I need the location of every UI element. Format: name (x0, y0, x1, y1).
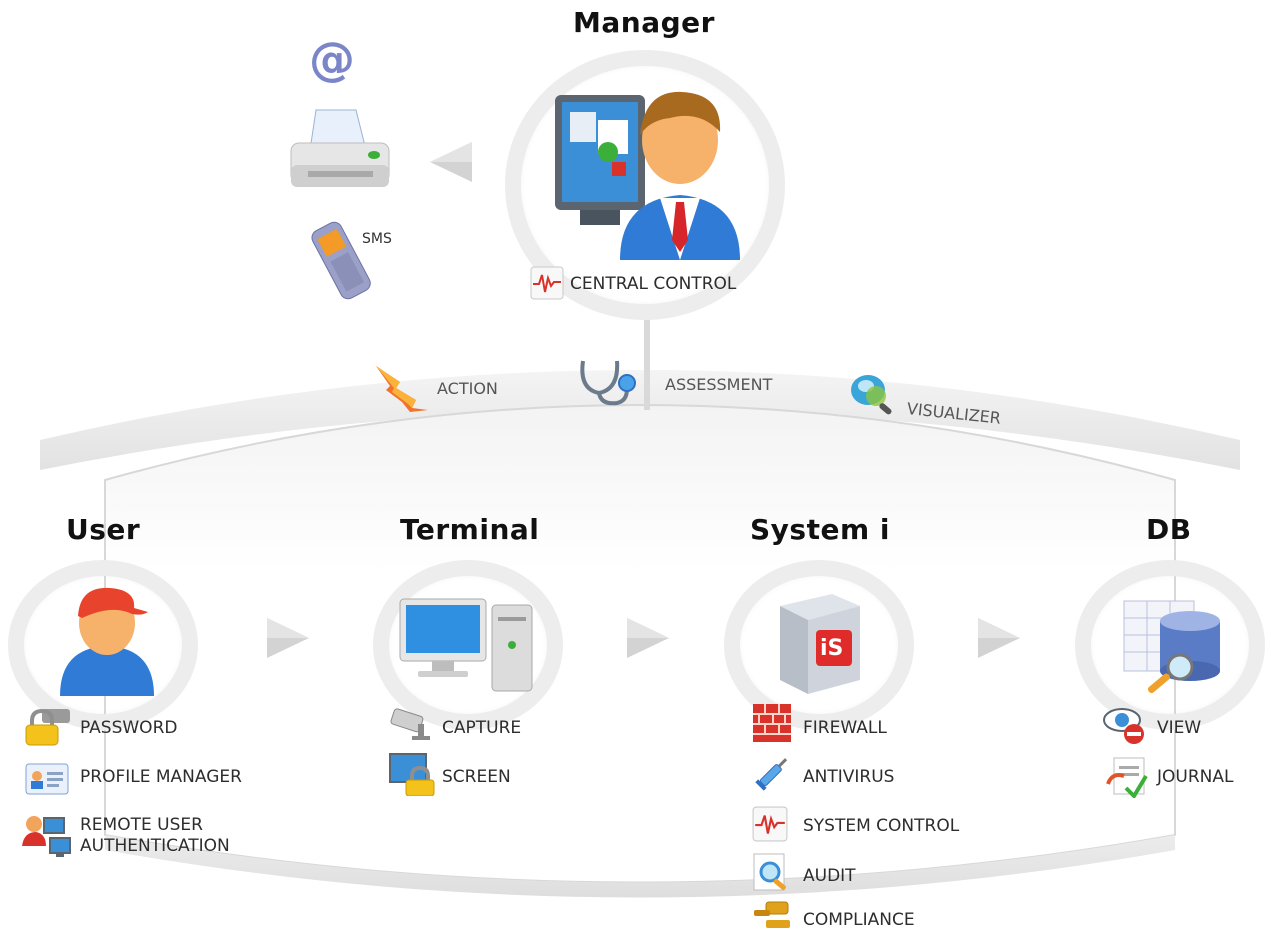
password-lock-icon (25, 708, 70, 746)
capture-label: CAPTURE (442, 718, 522, 738)
arrow-right-icon (978, 618, 1020, 658)
manager-title: Manager (573, 6, 715, 39)
user-person-icon (60, 587, 154, 696)
database-search-icon (1123, 600, 1220, 694)
terminal-title: Terminal (400, 513, 540, 546)
screen-label: SCREEN (442, 767, 511, 787)
arrow-right-icon (267, 618, 309, 658)
at-icon: @ (309, 32, 355, 85)
heartbeat-monitor-icon (530, 266, 564, 300)
action-label: ACTION (437, 379, 498, 398)
user-title: User (66, 513, 141, 546)
svg-text:@: @ (309, 32, 355, 85)
firewall-icon (753, 704, 791, 742)
assessment-label: ASSESSMENT (665, 375, 773, 394)
system-control-monitor-icon (752, 806, 788, 842)
journal-icon (1106, 757, 1148, 798)
authentication-label: AUTHENTICATION (80, 836, 230, 856)
sms-label: SMS (362, 231, 392, 247)
camera-icon (390, 708, 430, 740)
audit-icon (753, 853, 786, 891)
view-label: VIEW (1157, 718, 1202, 738)
profile-manager-label: PROFILE MANAGER (80, 767, 242, 787)
stethoscope-icon (580, 360, 636, 406)
screen-lock-icon (389, 753, 435, 796)
gavel-icon (754, 901, 790, 928)
compliance-label: COMPLIANCE (803, 910, 915, 930)
system-control-label: SYSTEM CONTROL (803, 816, 960, 836)
view-eye-icon (1103, 708, 1144, 744)
server-icon (780, 594, 860, 694)
systemi-title: System i (750, 513, 890, 546)
central-control-label: CENTRAL CONTROL (570, 274, 737, 294)
manager-person-icon (555, 91, 740, 260)
firewall-label: FIREWALL (803, 718, 887, 738)
action-bolt-icon (376, 366, 428, 412)
password-label: PASSWORD (80, 718, 178, 738)
profile-card-icon (25, 763, 69, 795)
antivirus-label: ANTIVIRUS (803, 767, 895, 787)
server-badge: iS (820, 636, 844, 661)
visualizer-magnifier-icon (851, 375, 892, 415)
db-title: DB (1146, 513, 1192, 546)
remote-user-icon (22, 816, 71, 857)
computer-icon (399, 598, 533, 692)
remote-user-label: REMOTE USER (80, 815, 203, 835)
syringe-icon (755, 758, 788, 791)
mobile-phone-icon (311, 221, 371, 300)
arrow-right-icon (627, 618, 669, 658)
audit-label: AUDIT (803, 866, 856, 886)
arrow-left-icon (430, 142, 472, 182)
printer-icon (290, 109, 390, 187)
journal-label: JOURNAL (1157, 767, 1234, 787)
